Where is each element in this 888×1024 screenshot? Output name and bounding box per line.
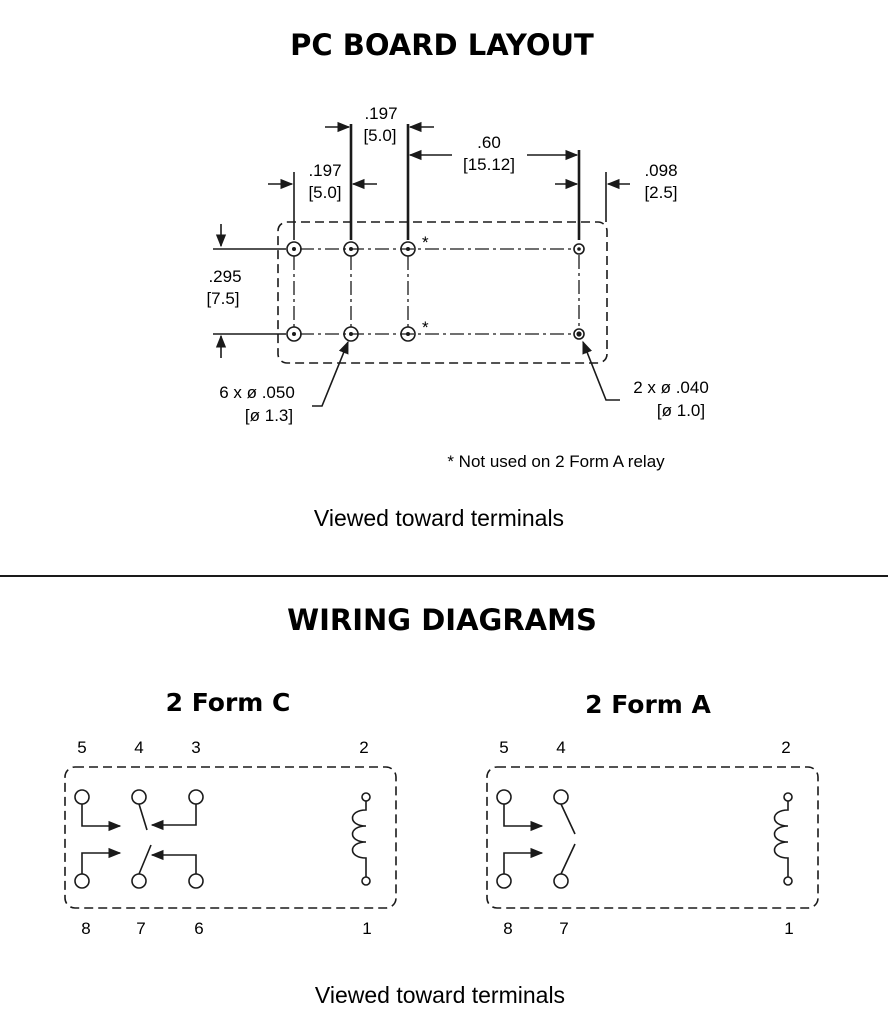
pin-label-4: 4 — [134, 738, 143, 757]
contact-arm-top — [560, 803, 576, 835]
form-a-label: 2 Form A — [585, 690, 711, 719]
terminal-7 — [553, 873, 569, 889]
dim-25: [2.5] — [644, 183, 677, 202]
terminal-8 — [74, 873, 90, 889]
pcb-hole-small — [573, 328, 585, 340]
not-used-marker: * — [422, 233, 429, 252]
pin-label-5: 5 — [499, 738, 508, 757]
pin-label-2: 2 — [359, 738, 368, 757]
dim-75: [7.5] — [206, 289, 239, 308]
form-a-outline — [486, 766, 819, 909]
pcb-hole-small — [573, 243, 585, 255]
pin-label-1: 1 — [784, 919, 793, 938]
dim-197-top: .197 — [364, 104, 397, 123]
form-c-label: 2 Form C — [166, 688, 291, 717]
dim-50-left: [5.0] — [308, 183, 341, 202]
common-arm-top — [138, 803, 148, 831]
pin-label-6: 6 — [194, 919, 203, 938]
dim-197-left: .197 — [308, 161, 341, 180]
pcb-hole-large — [343, 241, 359, 257]
dim-295: .295 — [208, 267, 241, 286]
common-arm-bottom — [138, 844, 152, 875]
dim-098: .098 — [644, 161, 677, 180]
pcb-hole-large — [286, 326, 302, 342]
pcb-title: PC BOARD LAYOUT — [290, 28, 594, 62]
pcb-note: * Not used on 2 Form A relay — [447, 452, 665, 471]
terminal-5 — [496, 789, 512, 805]
holes-small-label: 2 x ø .040 — [633, 378, 709, 397]
wiring-title: WIRING DIAGRAMS — [287, 603, 597, 637]
pin-label-5: 5 — [77, 738, 86, 757]
pcb-caption: Viewed toward terminals — [314, 505, 564, 531]
pcb-hole-large — [400, 326, 416, 342]
pin-label-2: 2 — [781, 738, 790, 757]
terminal-3 — [188, 789, 204, 805]
terminal-7 — [131, 873, 147, 889]
coil-icon — [351, 801, 367, 877]
coil-icon — [773, 801, 789, 877]
pcb-hole-large — [400, 241, 416, 257]
pin-label-7: 7 — [559, 919, 568, 938]
dim-1512: [15.12] — [463, 155, 515, 174]
not-used-marker: * — [422, 318, 429, 337]
terminal-4 — [553, 789, 569, 805]
no-contact-bottom — [503, 847, 544, 874]
holes-large-label: 6 x ø .050 — [219, 383, 295, 402]
dim-60: .60 — [477, 133, 501, 152]
pin-label-8: 8 — [81, 919, 90, 938]
dim-50-top: [5.0] — [363, 126, 396, 145]
leader-small-holes — [582, 340, 620, 401]
pin-label-7: 7 — [136, 919, 145, 938]
holes-small-mm-label: [ø 1.0] — [657, 401, 705, 420]
leader-large-holes — [312, 340, 349, 407]
terminal-2 — [783, 792, 793, 802]
form-c-outline — [64, 766, 397, 909]
wiring-caption: Viewed toward terminals — [315, 982, 565, 1008]
pcb-hole-large — [343, 326, 359, 342]
holes-large-mm-label: [ø 1.3] — [245, 406, 293, 425]
pin-label-8: 8 — [503, 919, 512, 938]
terminal-1 — [783, 876, 793, 886]
terminal-8 — [496, 873, 512, 889]
terminal-2 — [361, 792, 371, 802]
no-contact-top — [503, 804, 544, 832]
contact-arm-bottom — [560, 843, 576, 875]
terminal-1 — [361, 876, 371, 886]
pcb-hole-large — [286, 241, 302, 257]
pin-label-3: 3 — [191, 738, 200, 757]
terminal-4 — [131, 789, 147, 805]
no-contact-bottom — [150, 849, 197, 874]
no-contact-top — [150, 804, 197, 831]
terminal-5 — [74, 789, 90, 805]
board-outline — [277, 221, 608, 364]
terminal-6 — [188, 873, 204, 889]
pin-label-1: 1 — [362, 919, 371, 938]
nc-contact-bottom — [81, 847, 122, 874]
nc-contact-top — [81, 804, 122, 832]
pin-label-4: 4 — [556, 738, 565, 757]
